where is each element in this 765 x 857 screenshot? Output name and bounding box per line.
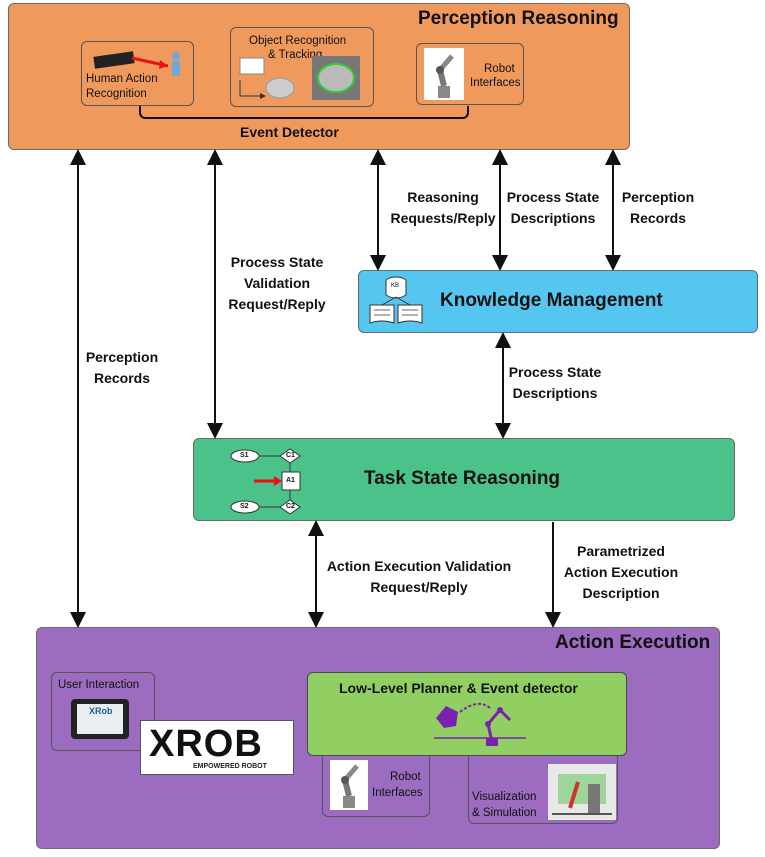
simulation-icon bbox=[548, 764, 616, 820]
process-state-desc-top-line1: Process State bbox=[506, 189, 600, 205]
human-action-recognition-box bbox=[81, 41, 194, 106]
process-state-desc-mid-line2: Descriptions bbox=[512, 385, 598, 401]
tablet-icon: XRob bbox=[71, 699, 129, 739]
planner-robot-icon bbox=[430, 698, 530, 750]
perception-records-left-label: Perception Records bbox=[80, 347, 164, 389]
low-level-planner-block bbox=[307, 672, 627, 756]
parametrized-action-label: Parametrized Action Execution Descriptio… bbox=[556, 541, 686, 604]
perception-robot-interfaces-label-1: Robot bbox=[484, 63, 515, 75]
state-node-c1: C1 bbox=[286, 452, 295, 459]
event-detector-label: Event Detector bbox=[240, 124, 339, 140]
xrob-logo-tagline: EMPOWERED ROBOT bbox=[193, 763, 267, 770]
object-recognition-icon bbox=[234, 56, 372, 104]
process-state-validation-line1: Process State bbox=[230, 254, 324, 270]
process-state-validation-label: Process State Validation Request/Reply bbox=[218, 252, 336, 315]
human-action-icon bbox=[92, 46, 187, 78]
xrob-logo-text: XROB bbox=[149, 723, 263, 765]
action-execution-title: Action Execution bbox=[555, 632, 711, 653]
state-node-s1: S1 bbox=[240, 452, 249, 459]
action-execution-validation-line2: Request/Reply bbox=[370, 579, 468, 595]
action-robot-icon bbox=[330, 760, 368, 810]
state-node-s2: S2 bbox=[240, 503, 249, 510]
process-state-desc-mid-line1: Process State bbox=[508, 364, 602, 380]
perception-records-top-line2: Records bbox=[629, 210, 687, 226]
parametrized-action-line2: Action Execution bbox=[563, 564, 679, 580]
parametrized-action-line3: Description bbox=[582, 585, 660, 601]
human-action-label-2: Recognition bbox=[86, 88, 147, 100]
tablet-logo: XRob bbox=[89, 706, 113, 716]
kb-label: KB bbox=[391, 283, 400, 289]
visualization-label-2: & Simulation bbox=[472, 807, 537, 819]
action-execution-validation-line1: Action Execution Validation bbox=[326, 558, 512, 574]
perception-records-left-line1: Perception bbox=[85, 349, 159, 365]
task-state-reasoning-title: Task State Reasoning bbox=[364, 468, 561, 489]
state-node-c2: C2 bbox=[286, 503, 295, 510]
action-execution-validation-label: Action Execution Validation Request/Repl… bbox=[318, 556, 520, 598]
action-robot-interfaces-label-2: Interfaces bbox=[372, 787, 423, 799]
user-interaction-label: User Interaction bbox=[58, 679, 140, 691]
reasoning-requests-line1: Reasoning bbox=[407, 189, 479, 205]
process-state-desc-top-line2: Descriptions bbox=[510, 210, 596, 226]
perception-reasoning-title: Perception Reasoning bbox=[418, 8, 619, 29]
knowledge-management-block bbox=[358, 270, 758, 333]
user-interaction-box bbox=[51, 672, 155, 751]
perception-robot-interfaces-label-2: Interfaces bbox=[470, 77, 521, 89]
perception-records-left-line2: Records bbox=[93, 370, 151, 386]
parametrized-action-line1: Parametrized bbox=[577, 543, 665, 559]
perception-records-top-line1: Perception bbox=[621, 189, 695, 205]
perception-records-top-label: Perception Records bbox=[616, 187, 700, 229]
object-recognition-label-1: Object Recognition bbox=[249, 35, 347, 47]
database-icon bbox=[368, 275, 426, 327]
visualization-label-1: Visualization bbox=[472, 791, 537, 803]
process-state-validation-line2: Validation bbox=[243, 275, 311, 291]
knowledge-management-title: Knowledge Management bbox=[440, 290, 663, 311]
reasoning-requests-line2: Requests/Reply bbox=[390, 210, 496, 226]
object-recognition-label-2: & Tracking bbox=[268, 49, 323, 61]
process-state-desc-top-label: Process State Descriptions bbox=[503, 187, 603, 229]
perception-robot-interfaces-box bbox=[416, 43, 524, 105]
xrob-logo: XROB EMPOWERED ROBOT bbox=[140, 720, 294, 775]
reasoning-requests-label: Reasoning Requests/Reply bbox=[388, 187, 498, 229]
process-state-validation-line3: Request/Reply bbox=[228, 296, 326, 312]
low-level-planner-title: Low-Level Planner & Event detector bbox=[339, 680, 578, 696]
action-robot-interfaces-label-1: Robot bbox=[390, 771, 421, 783]
human-action-label-1: Human Action bbox=[86, 73, 158, 85]
process-state-desc-mid-label: Process State Descriptions bbox=[505, 362, 605, 404]
state-node-a1: A1 bbox=[286, 477, 295, 484]
object-recognition-box bbox=[230, 27, 374, 107]
perception-robot-icon bbox=[424, 48, 464, 100]
